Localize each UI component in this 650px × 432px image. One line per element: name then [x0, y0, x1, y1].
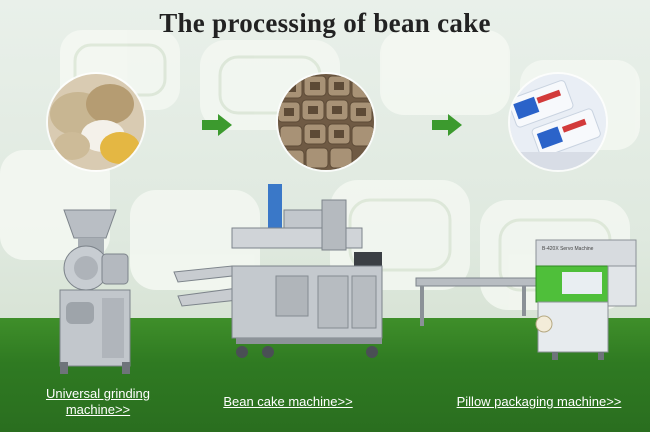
- process-arrow-icon: [432, 114, 462, 136]
- bean-cake-machine-link[interactable]: Bean cake machine>>: [223, 394, 353, 409]
- flour-powder-image: [48, 74, 144, 170]
- grinding-caption-line-1: Universal grinding: [45, 386, 151, 401]
- universal-grinding-machine: [59, 209, 131, 374]
- pillow-packaging-machine-link[interactable]: Pillow packaging machine>>: [456, 394, 622, 409]
- page-title: The processing of bean cake: [159, 8, 491, 38]
- bean-cake-image: [278, 74, 374, 170]
- packaged-cake-image: [510, 74, 606, 170]
- pillow-packaging-machine: B-420X Servo Machine: [415, 239, 637, 360]
- grinding-machine-link[interactable]: Universal grinding machine>>: [28, 386, 168, 418]
- grinding-caption-line-2: machine>>: [65, 402, 131, 417]
- machine-model-label: B-420X Servo Machine: [542, 246, 594, 252]
- process-arrow-icon: [202, 114, 232, 136]
- bean-cake-machine: [173, 184, 383, 358]
